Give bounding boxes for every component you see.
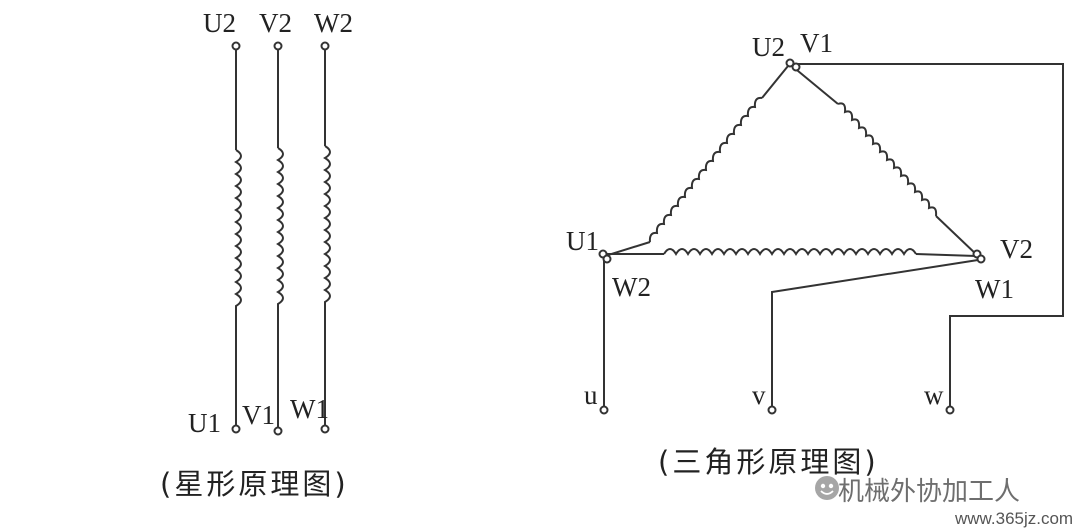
delta-lead-v [771, 259, 979, 407]
delta-label-u1: U1 [566, 226, 599, 256]
star-label-w2: W2 [314, 8, 353, 38]
delta-terminal-right-2 [976, 254, 986, 264]
star-label-u1: U1 [188, 408, 221, 438]
delta-label-out-w: w [924, 380, 944, 410]
star-terminal-v1 [273, 426, 283, 436]
watermark-logo-icon [815, 476, 839, 500]
delta-terminal-left-2 [602, 254, 612, 264]
delta-terminal-u [599, 405, 609, 415]
delta-wire-bottom-right [915, 253, 977, 257]
star-terminal-u1 [231, 424, 241, 434]
delta-terminal-v [767, 405, 777, 415]
star-terminal-v2 [273, 41, 283, 51]
delta-wire-right-lower [935, 215, 979, 257]
delta-terminal-top [785, 58, 795, 68]
delta-wire-right-upper [791, 65, 839, 105]
delta-terminal-top-2 [791, 62, 801, 72]
delta-coil-right [837, 102, 938, 217]
delta-label-out-u: u [584, 380, 598, 410]
watermark-text: 机械外协加工人 [838, 477, 1020, 507]
delta-terminal-w [945, 405, 955, 415]
delta-label-w1: W1 [975, 274, 1014, 304]
star-label-u2: U2 [203, 8, 236, 38]
delta-wire-left-upper [761, 65, 789, 99]
star-terminal-w1 [320, 424, 330, 434]
star-caption: (星形原理图) [160, 467, 349, 501]
delta-caption: (三角形原理图) [658, 445, 879, 479]
delta-label-w2: W2 [612, 272, 651, 302]
star-terminal-u2 [231, 41, 241, 51]
delta-label-v2: V2 [1000, 234, 1033, 264]
watermark-url: www.365jz.com [954, 509, 1073, 528]
delta-lead-w [793, 63, 1064, 407]
star-label-v2: V2 [259, 8, 292, 38]
delta-label-out-v: v [752, 380, 766, 410]
star-coil-w [323, 145, 331, 312]
star-coil-v [276, 147, 284, 312]
delta-diagram: U2 V1 U1 W2 V2 W1 u v [566, 28, 1064, 479]
delta-label-v1: V1 [800, 28, 833, 58]
star-label-v1: V1 [242, 400, 275, 430]
watermark: 机械外协加工人 www.365jz.com [815, 476, 1073, 528]
star-label-w1: W1 [290, 394, 329, 424]
star-coil-u [234, 149, 242, 312]
star-diagram: U2 V2 W2 U1 V1 W1 (星形原理图) [160, 8, 353, 501]
star-terminal-w2 [320, 41, 330, 51]
delta-label-u2: U2 [752, 32, 785, 62]
delta-coil-bottom [663, 248, 917, 256]
delta-coil-left [648, 96, 763, 243]
